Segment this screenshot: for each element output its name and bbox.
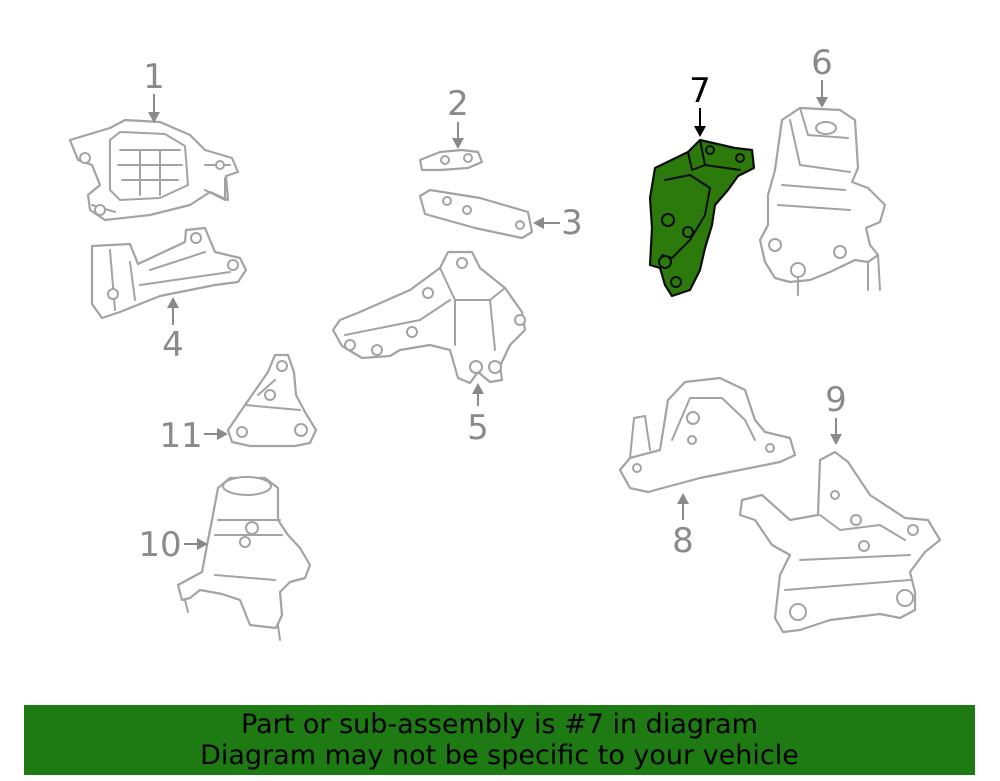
callout-5: 5 [467,383,489,448]
callout-10: 10 [138,525,208,565]
callout-label-2: 2 [447,84,469,124]
callout-label-8: 8 [672,521,694,561]
callout-label-4: 4 [162,325,184,365]
part-7-bracket-highlighted[interactable] [648,138,756,298]
part-5-bracket[interactable] [331,250,527,385]
part-11-bracket[interactable] [226,353,318,448]
callout-8: 8 [672,493,694,561]
banner-line-2: Diagram may not be specific to your vehi… [200,740,799,771]
callout-label-3: 3 [561,203,583,243]
callout-label-11: 11 [159,416,202,456]
callout-11: 11 [159,416,228,456]
banner-line-1: Part or sub-assembly is #7 in diagram [241,709,758,740]
part-4-bracket[interactable] [90,226,248,320]
info-banner: Part or sub-assembly is #7 in diagram Di… [24,705,975,775]
part-2-bracket[interactable] [418,148,484,172]
callout-1: 1 [143,57,165,123]
part-1-mount[interactable] [68,118,240,222]
callout-label-1: 1 [143,57,165,97]
part-9-bracket[interactable] [738,450,942,634]
callout-4: 4 [162,297,184,365]
callout-6: 6 [811,43,833,108]
part-10-mount[interactable] [176,476,312,641]
callout-3: 3 [533,203,583,243]
callout-label-9: 9 [825,380,847,420]
part-6-mount[interactable] [758,106,887,296]
callout-label-10: 10 [138,525,181,565]
part-3-plate[interactable] [418,188,534,240]
callout-label-5: 5 [467,408,489,448]
part-8-mount[interactable] [618,376,797,494]
callout-label-7: 7 [689,71,711,111]
callout-label-6: 6 [811,43,833,83]
callout-2: 2 [447,84,469,149]
callout-9: 9 [825,380,847,445]
callout-7: 7 [689,71,711,137]
